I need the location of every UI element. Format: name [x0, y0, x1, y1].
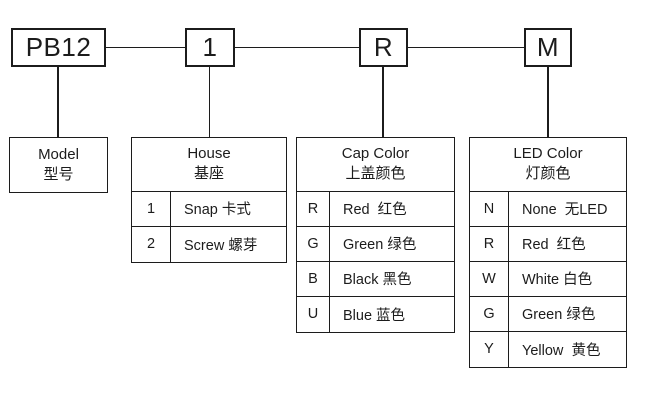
row-value: Green 绿色	[522, 307, 596, 323]
connector-horizontal-3	[408, 46, 524, 48]
table-row: 1 Snap 卡式	[132, 191, 286, 227]
cap-color-title-zh: 上盖颜色	[345, 165, 406, 183]
code-box-model-label: PB12	[25, 32, 92, 62]
code-box-house-label: 1	[202, 32, 218, 62]
model-table-header: Model 型号	[10, 138, 107, 192]
table-row: B Black 黑色	[297, 261, 454, 297]
connector-horizontal-2	[235, 46, 359, 48]
row-value: Black 黑色	[343, 272, 412, 288]
table-row: W White 白色	[470, 261, 626, 297]
row-key: R	[470, 226, 509, 261]
table-row: R Red 红色	[297, 191, 454, 227]
led-color-table: LED Color 灯颜色 N None 无LED R Red 红色 W Whi…	[469, 137, 627, 368]
led-color-table-header: LED Color 灯颜色	[470, 138, 626, 192]
row-value: Snap 卡式	[184, 202, 251, 218]
row-key: W	[470, 261, 509, 296]
table-row: U Blue 蓝色	[297, 296, 454, 332]
row-key: B	[297, 261, 330, 296]
row-value: Yellow 黄色	[522, 342, 601, 359]
row-key: 1	[132, 191, 171, 226]
connector-vertical-led-color	[547, 67, 549, 137]
row-key: G	[297, 226, 330, 261]
house-title-zh: 基座	[193, 165, 224, 183]
row-key: U	[297, 296, 330, 332]
row-value: Blue 蓝色	[343, 307, 406, 324]
model-title-en: Model	[38, 145, 79, 163]
cap-color-table: Cap Color 上盖颜色 R Red 红色 G Green 绿色 B Bla…	[296, 137, 455, 333]
cap-color-title-en: Cap Color	[341, 145, 410, 163]
connector-vertical-house	[208, 67, 210, 137]
code-box-cap-color: R	[359, 28, 408, 67]
cap-color-table-header: Cap Color 上盖颜色	[297, 138, 454, 192]
code-box-led-color: M	[524, 28, 572, 67]
code-box-led-color-label: M	[536, 32, 560, 62]
connector-horizontal-1	[106, 46, 185, 48]
row-key: N	[470, 191, 509, 226]
row-value: Red 红色	[343, 202, 407, 218]
row-key: G	[470, 296, 509, 331]
led-color-title-en: LED Color	[513, 145, 583, 163]
row-key: Y	[470, 331, 509, 367]
model-title-zh: 型号	[43, 165, 74, 183]
house-table: House 基座 1 Snap 卡式 2 Screw 螺芽	[131, 137, 287, 263]
code-box-cap-color-label: R	[373, 32, 394, 62]
row-value: Screw 螺芽	[184, 237, 258, 254]
table-row: 2 Screw 螺芽	[132, 226, 286, 262]
table-row: G Green 绿色	[297, 226, 454, 262]
code-box-model: PB12	[11, 28, 106, 67]
table-row: G Green 绿色	[470, 296, 626, 332]
row-value: None 无LED	[522, 202, 608, 218]
row-key: 2	[132, 226, 171, 262]
connector-vertical-cap-color	[382, 67, 384, 137]
connector-vertical-model	[57, 67, 59, 137]
row-value: Red 红色	[522, 237, 586, 253]
row-value: White 白色	[522, 272, 593, 288]
code-box-house: 1	[185, 28, 235, 67]
row-key: R	[297, 191, 330, 226]
table-row: N None 无LED	[470, 191, 626, 227]
table-row: Y Yellow 黄色	[470, 331, 626, 367]
model-table: Model 型号	[9, 137, 108, 193]
table-row: R Red 红色	[470, 226, 626, 262]
house-table-header: House 基座	[132, 138, 286, 192]
row-value: Green 绿色	[343, 237, 417, 253]
led-color-title-zh: 灯颜色	[525, 165, 571, 183]
house-title-en: House	[187, 145, 231, 163]
